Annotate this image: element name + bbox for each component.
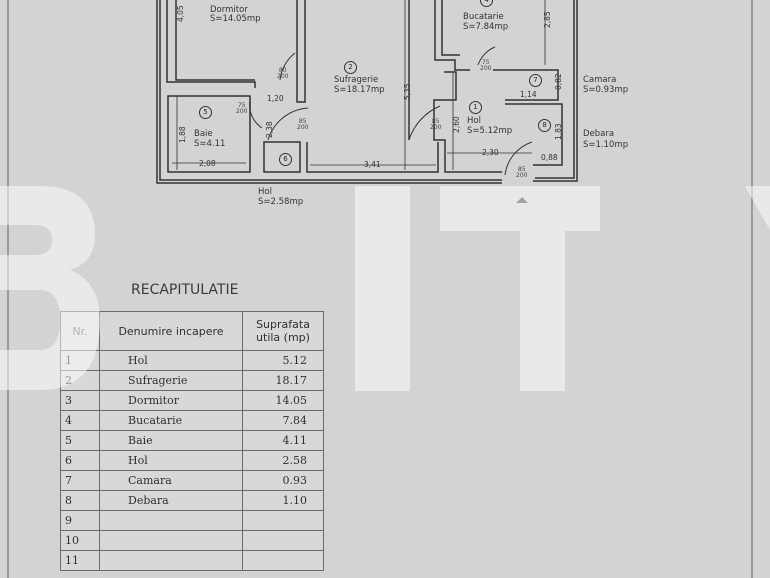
room-name: Sufragerie [334, 75, 379, 85]
row-number: 8 [60, 490, 100, 511]
room-name: Debara [583, 129, 615, 139]
dim-label: 2,30 [482, 148, 499, 157]
dim-label: 3,41 [364, 160, 381, 169]
area-cell: 7.84 [242, 410, 324, 431]
table-row: 11 [60, 550, 324, 571]
column-header: Denumire incapere [99, 311, 243, 351]
area-cell: 2.58 [242, 450, 324, 471]
room-number: 5 [199, 106, 212, 119]
row-number: 4 [60, 410, 100, 431]
room-name: Baie [194, 129, 213, 139]
dim-label: 0,82 [554, 73, 563, 90]
dim-label: 1,83 [554, 123, 563, 140]
row-number: 2 [60, 370, 100, 391]
area-cell: 1.10 [242, 490, 324, 511]
row-number: 6 [60, 450, 100, 471]
row-number: 7 [60, 470, 100, 491]
room-name-cell: Debara [99, 490, 243, 511]
room-area: S=1.10mp [583, 140, 629, 150]
dim-label: 5,35 [403, 83, 412, 100]
room-name-cell: Dormitor [99, 390, 243, 411]
room-name-cell: Sufragerie [99, 370, 243, 391]
area-cell: 18.17 [242, 370, 324, 391]
room-name: Hol [467, 116, 481, 126]
row-number: 3 [60, 390, 100, 411]
dim-label: 0,88 [541, 153, 558, 162]
area-cell [242, 510, 324, 531]
area-cell: 5.12 [242, 350, 324, 371]
dim-label: 2,85 [543, 11, 552, 28]
row-number: 5 [60, 430, 100, 451]
room-name-cell: Camara [99, 470, 243, 491]
column-header: Nr. [60, 311, 100, 351]
area-cell: 0.93 [242, 470, 324, 491]
dim-label: 2,38 [265, 121, 274, 138]
summary-table: Nr. Denumire incapere Suprafata utila (m… [60, 311, 324, 571]
room-number: 2 [344, 61, 357, 74]
dim-label: 2,60 [452, 116, 461, 133]
row-number: 1 [60, 350, 100, 371]
room-area: S=2.58mp [258, 197, 304, 207]
row-number: 11 [60, 550, 100, 571]
room-area: S=4.11 [194, 139, 226, 149]
area-cell: 14.05 [242, 390, 324, 411]
room-name-cell [99, 530, 243, 551]
table-title: RECAPITULATIE [131, 282, 239, 298]
room-area: S=14.05mp [210, 14, 261, 24]
area-cell [242, 530, 324, 551]
area-cell [242, 550, 324, 571]
room-name-cell [99, 510, 243, 531]
dim-label: 1,20 [267, 94, 284, 103]
room-number: 6 [279, 153, 292, 166]
row-number: 9 [60, 510, 100, 531]
room-name: Dormitor [210, 5, 248, 15]
dim-label: 2,08 [199, 159, 216, 168]
dim-label: 1,14 [520, 90, 537, 99]
dim-label: 4,05 [176, 5, 185, 22]
column-header: Suprafata utila (mp) [242, 311, 324, 351]
room-name: Bucatarie [463, 12, 504, 22]
room-number: 1 [469, 101, 482, 114]
room-area: S=0.93mp [583, 85, 629, 95]
room-number: 7 [529, 74, 542, 87]
room-name: Camara [583, 75, 617, 85]
room-name-cell: Bucatarie [99, 410, 243, 431]
room-number: 8 [538, 119, 551, 132]
room-name-cell: Hol [99, 350, 243, 371]
table-row: 9 [60, 510, 324, 531]
dim-label: 1,88 [178, 126, 187, 143]
room-name: Hol [258, 187, 272, 197]
table-row: 10 [60, 530, 324, 551]
area-cell: 4.11 [242, 430, 324, 451]
row-number: 10 [60, 530, 100, 551]
room-name-cell: Baie [99, 430, 243, 451]
room-name-cell [99, 550, 243, 571]
room-area: S=7.84mp [463, 22, 509, 32]
room-area: S=18.17mp [334, 85, 385, 95]
room-name-cell: Hol [99, 450, 243, 471]
room-area: S=5.12mp [467, 126, 513, 136]
